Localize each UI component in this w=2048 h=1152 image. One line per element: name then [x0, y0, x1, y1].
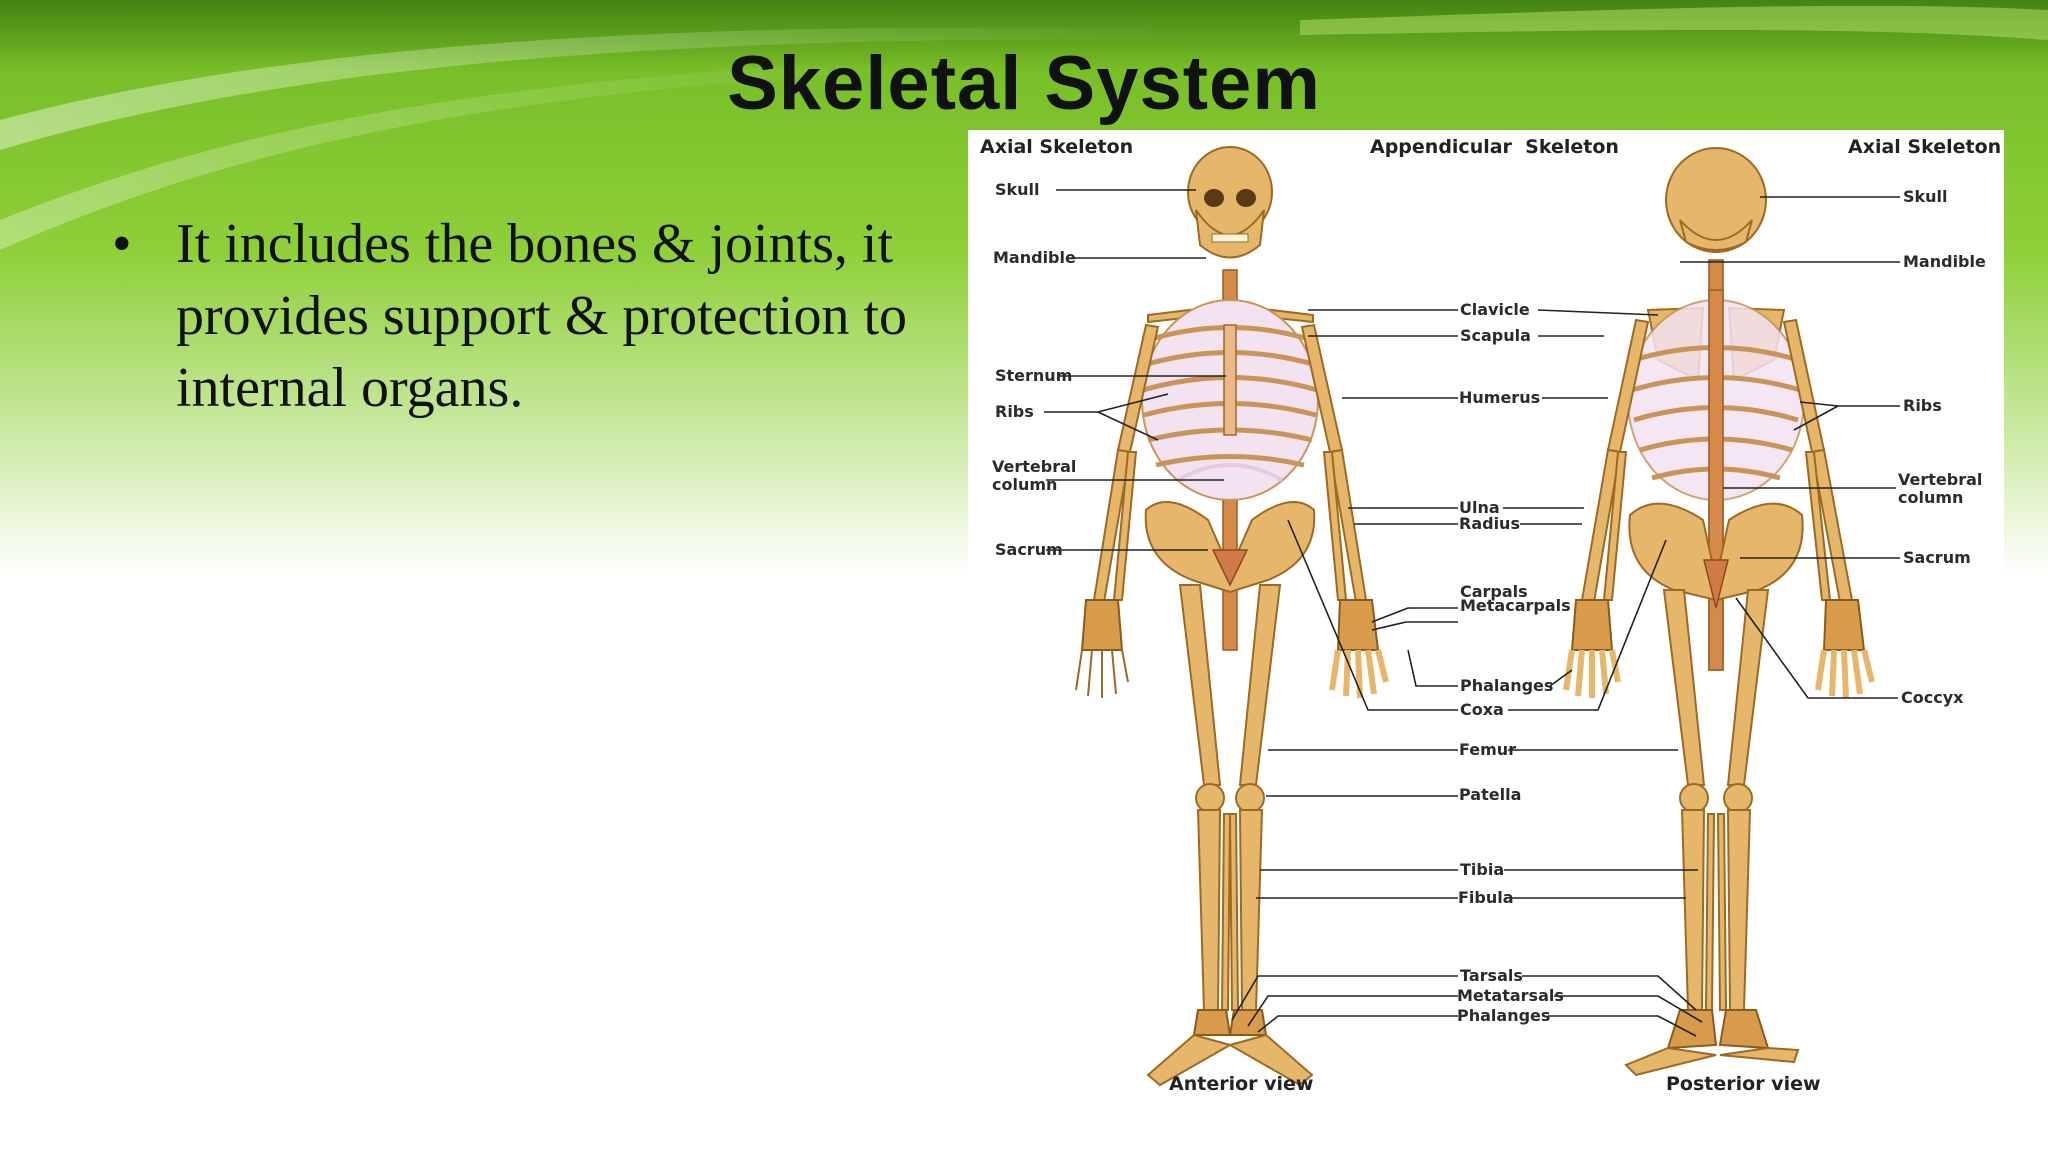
- label-skull-left: Skull: [995, 180, 1040, 199]
- label-mandible-left: Mandible: [993, 248, 1076, 267]
- label-scapula: Scapula: [1460, 326, 1531, 345]
- label-femur: Femur: [1459, 740, 1516, 759]
- label-coccyx: Coccyx: [1901, 688, 1964, 707]
- label-vertebral-left-2: column: [992, 475, 1057, 494]
- label-tarsals: Tarsals: [1460, 966, 1523, 985]
- label-skull-right: Skull: [1903, 187, 1948, 206]
- anterior-skeleton-figure: [1075, 146, 1389, 1087]
- label-phalanges-foot: Phalanges: [1457, 1006, 1550, 1025]
- caption-anterior-view: Anterior view: [1169, 1073, 1313, 1095]
- label-phalanges-hand: Phalanges: [1460, 676, 1553, 695]
- bullet-text: It includes the bones & joints, it provi…: [176, 213, 908, 419]
- label-radius: Radius: [1459, 514, 1520, 533]
- label-fibula: Fibula: [1458, 888, 1514, 907]
- slide-title: Skeletal System: [727, 41, 1321, 126]
- label-ribs-right: Ribs: [1903, 396, 1942, 415]
- label-carpals: Carpals: [1460, 582, 1528, 601]
- header-axial-left: Axial Skeleton: [980, 136, 1133, 158]
- caption-posterior-view: Posterior view: [1666, 1073, 1821, 1095]
- bullet-marker: •: [112, 213, 132, 275]
- label-tibia: Tibia: [1460, 860, 1504, 879]
- header-appendicular: Appendicular Skeleton: [1370, 136, 1619, 158]
- skeleton-diagram: Axial Skeleton Appendicular Skeleton Axi…: [968, 130, 2004, 1130]
- label-sternum: Sternum: [995, 366, 1072, 385]
- left-labels: Skull Mandible Sternum Ribs Vertebral co…: [992, 180, 1076, 559]
- header-axial-right: Axial Skeleton: [1848, 136, 2001, 158]
- label-mandible-right: Mandible: [1903, 252, 1986, 271]
- label-sacrum-left: Sacrum: [995, 540, 1063, 559]
- label-ribs-left: Ribs: [995, 402, 1034, 421]
- label-ulna: Ulna: [1459, 498, 1500, 517]
- center-labels: Clavicle Scapula Humerus Ulna Radius Car…: [1457, 300, 1571, 1025]
- label-humerus: Humerus: [1459, 388, 1540, 407]
- label-metacarpals: Metacarpals: [1460, 596, 1571, 615]
- label-vertebral-left-1: Vertebral: [992, 457, 1076, 476]
- right-labels: Skull Mandible Ribs Vertebral column Sac…: [1898, 187, 1986, 707]
- label-vertebral-right-1: Vertebral: [1898, 470, 1982, 489]
- label-vertebral-right-2: column: [1898, 488, 1963, 507]
- label-metatarsals: Metatarsals: [1457, 986, 1564, 1005]
- label-sacrum-right: Sacrum: [1903, 548, 1971, 567]
- leader-lines: [1044, 189, 1900, 1037]
- label-coxa: Coxa: [1460, 700, 1504, 719]
- label-patella: Patella: [1459, 785, 1521, 804]
- label-clavicle: Clavicle: [1460, 300, 1530, 319]
